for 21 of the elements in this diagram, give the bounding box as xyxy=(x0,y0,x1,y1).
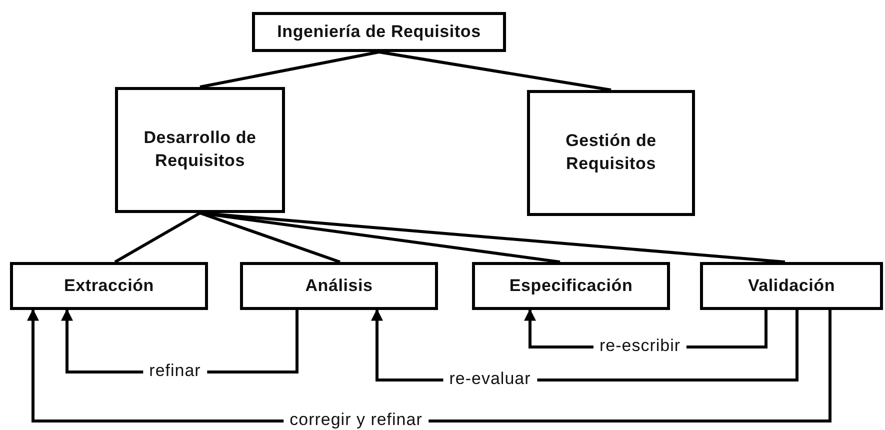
process-box xyxy=(700,262,883,310)
process-box xyxy=(472,262,670,310)
process-box xyxy=(115,87,285,213)
connector-line xyxy=(378,50,612,92)
edge-label: corregir y refinar xyxy=(284,410,428,430)
connector-line xyxy=(114,212,201,264)
box-label: Extracción xyxy=(64,274,154,297)
box-label: Especificación xyxy=(509,274,633,297)
box-label: Gestión de Requisitos xyxy=(564,130,658,175)
connector-line xyxy=(200,212,560,264)
connector-line xyxy=(200,212,340,264)
box-label: Ingeniería de Requisitos xyxy=(277,20,481,43)
connector-line xyxy=(200,50,380,88)
box-label: Desarrollo de Requisitos xyxy=(142,127,258,172)
process-box xyxy=(252,12,506,52)
connector-line xyxy=(200,212,786,264)
process-box xyxy=(527,90,695,216)
box-label: Validación xyxy=(748,274,836,297)
box-label: Análisis xyxy=(305,274,373,297)
process-box xyxy=(10,262,208,310)
process-box xyxy=(240,262,438,310)
